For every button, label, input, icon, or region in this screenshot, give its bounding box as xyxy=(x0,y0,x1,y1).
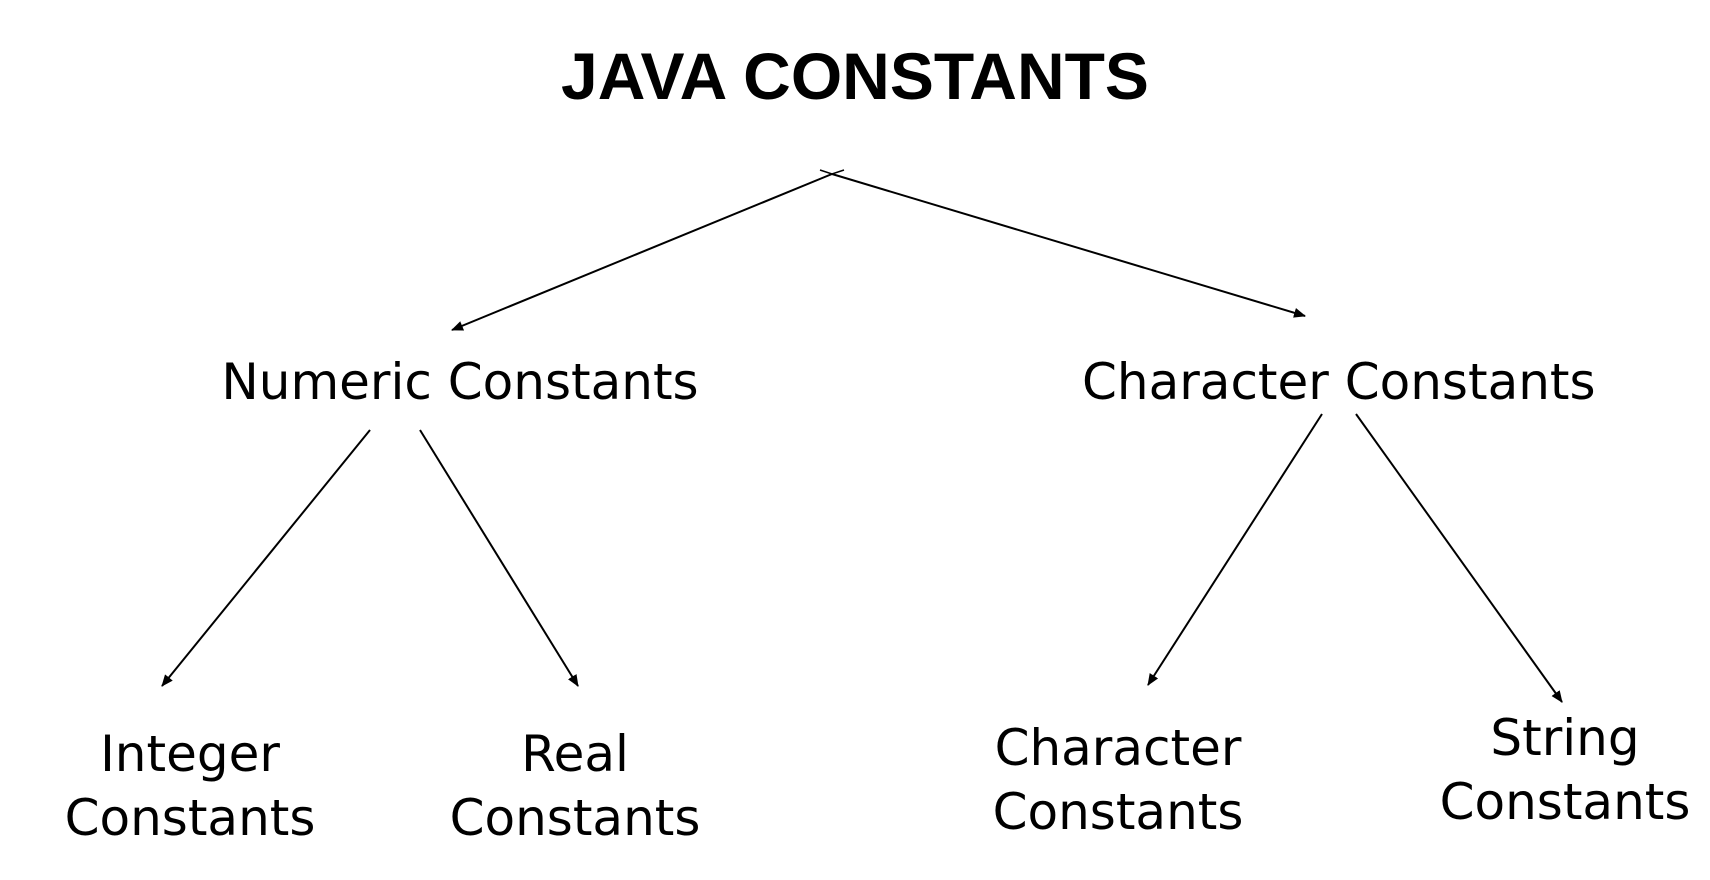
node-real-line-2: Constants xyxy=(449,789,701,847)
edge-root-character xyxy=(831,173,1306,318)
node-char-line-1: Character xyxy=(994,719,1242,777)
node-string-line-2: Constants xyxy=(1439,773,1691,831)
node-character-label: Character Constants xyxy=(1082,353,1596,411)
edge-numeric-integer xyxy=(161,429,371,687)
edge-numeric-real xyxy=(419,429,579,687)
root-tick xyxy=(819,169,845,175)
node-integer-line-1: Integer xyxy=(100,725,280,783)
node-char-constants: Character Constants xyxy=(968,716,1268,844)
node-numeric-constants: Numeric Constants xyxy=(220,350,700,414)
node-string-line-1: String xyxy=(1490,709,1640,767)
node-integer-constants: Integer Constants xyxy=(40,722,340,850)
edge-root-numeric xyxy=(451,173,833,331)
node-numeric-label: Numeric Constants xyxy=(221,353,699,411)
node-char-line-2: Constants xyxy=(992,783,1244,841)
diagram-title: JAVA CONSTANTS xyxy=(561,39,1149,113)
node-real-line-1: Real xyxy=(521,725,629,783)
edge-character-string xyxy=(1355,413,1563,703)
edge-character-charconst xyxy=(1147,413,1323,686)
node-character-constants: Character Constants xyxy=(1082,350,1596,414)
node-real-constants: Real Constants xyxy=(445,722,705,850)
node-string-constants: String Constants xyxy=(1420,706,1710,834)
node-integer-line-2: Constants xyxy=(64,789,316,847)
